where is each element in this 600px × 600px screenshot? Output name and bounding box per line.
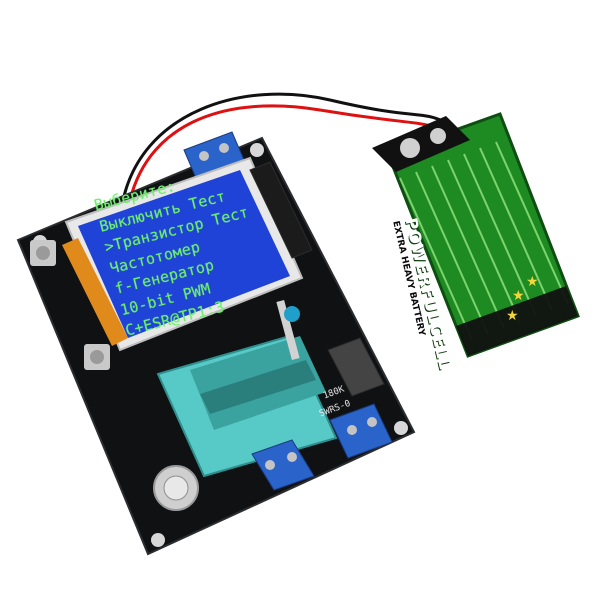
star-icon: ★ — [526, 274, 539, 290]
battery-stripes — [399, 141, 569, 341]
screw-icon — [347, 425, 357, 435]
battery-snap — [372, 116, 470, 172]
mount-hole — [394, 421, 408, 435]
battery-black-band — [456, 286, 578, 356]
zif-lever — [276, 299, 300, 361]
star-icon: ★ — [512, 288, 525, 304]
zif-socket-slot — [200, 360, 316, 414]
header-connector — [327, 337, 385, 397]
lcd-flex-cable — [62, 238, 128, 346]
mount-hole — [250, 143, 264, 157]
black-wire — [120, 92, 446, 206]
pin-header — [249, 161, 313, 259]
screw-icon — [199, 151, 209, 161]
star-icon: ★ — [506, 308, 519, 324]
screw-icon — [36, 246, 50, 260]
encoder-knob — [163, 475, 189, 501]
screw-icon — [287, 452, 297, 462]
red-wire — [128, 104, 441, 201]
battery-terminal — [430, 128, 446, 144]
lcd-screen — [78, 170, 290, 338]
blue-terminal-bottom — [251, 439, 315, 491]
mount-hole — [151, 533, 165, 547]
screw-icon — [265, 460, 275, 470]
blue-terminal-right — [329, 403, 393, 459]
screw-icon — [367, 417, 377, 427]
screw-icon — [219, 143, 229, 153]
battery-terminal — [400, 138, 420, 158]
screw-icon — [90, 350, 104, 364]
zif-lever-knob — [284, 306, 300, 322]
